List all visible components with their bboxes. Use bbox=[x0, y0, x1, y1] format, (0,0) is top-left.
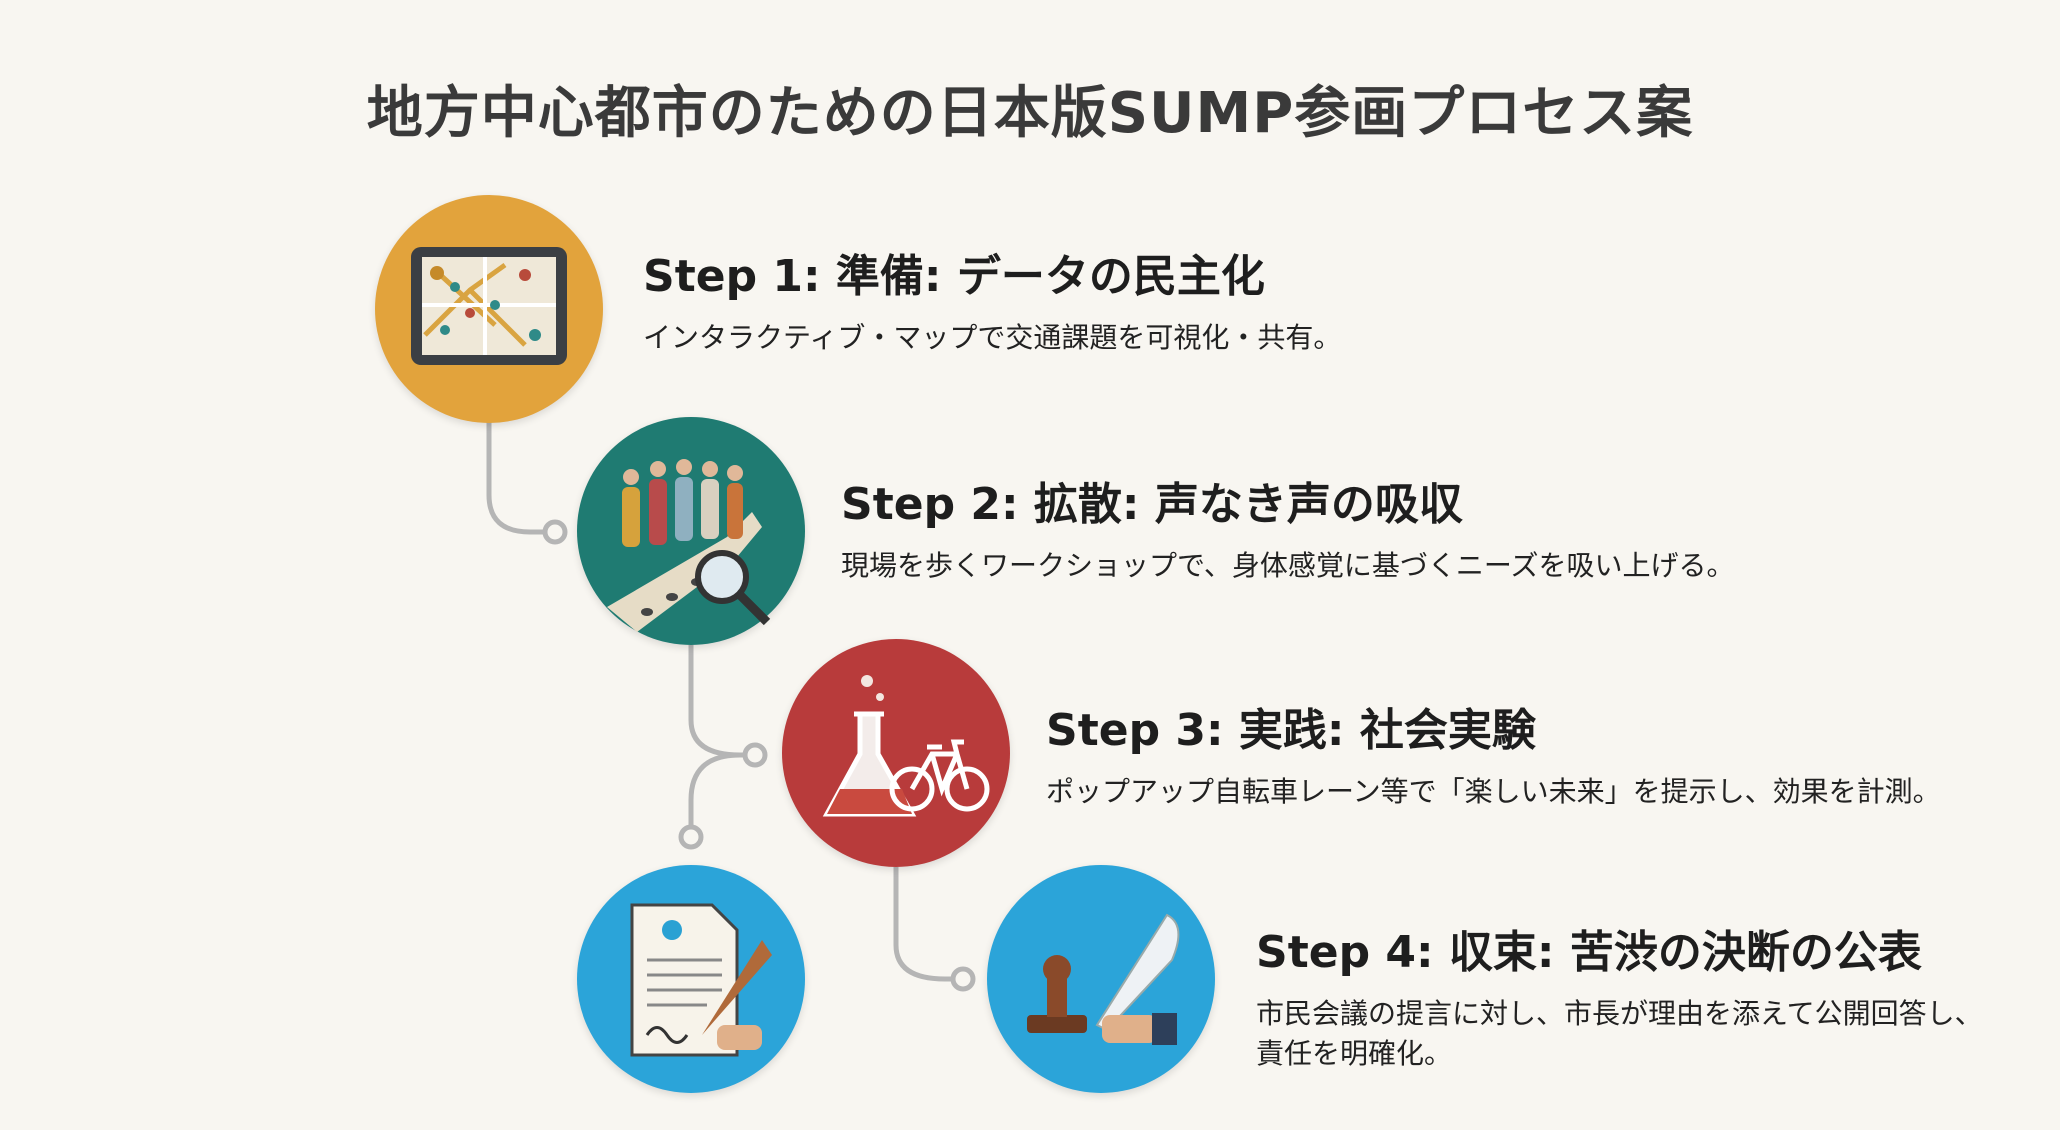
connector-end-ring bbox=[678, 824, 704, 850]
step-heading: Step 3: 実践: 社会実験 bbox=[1046, 705, 1536, 756]
step-description-line: 市民会議の提言に対し、市長が理由を添えて公開回答し、 bbox=[1256, 997, 1983, 1030]
flask-bicycle-icon bbox=[782, 639, 1010, 867]
step-4: Step 4: 収束: 苦渋の決断の公表 市民会議の提言に対し、市長が理由を添え… bbox=[1256, 916, 1983, 1074]
step-heading: Step 4: 収束: 苦渋の決断の公表 bbox=[1256, 927, 1922, 978]
step-2: Step 2: 拡散: 声なき声の吸収 現場を歩くワークショップで、身体感覚に基… bbox=[841, 468, 1734, 586]
step-heading: Step 1: 準備: データの民主化 bbox=[643, 251, 1265, 302]
step-1: Step 1: 準備: データの民主化 インタラクティブ・マップで交通課題を可視… bbox=[643, 240, 1341, 358]
connector-1-2 bbox=[486, 420, 545, 535]
page-title: 地方中心都市のための日本版SUMP参画プロセス案 bbox=[366, 81, 1694, 146]
step-description: 市民会議の提言に対し、市長が理由を添えて公開回答し、責任を明確化。 bbox=[1256, 994, 1983, 1074]
connector-end-ring bbox=[542, 519, 568, 545]
step-description-line: 責任を明確化。 bbox=[1256, 1037, 1453, 1070]
stamp-quill-icon bbox=[987, 865, 1215, 1093]
step-description: インタラクティブ・マップで交通課題を可視化・共有。 bbox=[643, 321, 1342, 354]
step-description: 現場を歩くワークショップで、身体感覚に基づくニーズを吸い上げる。 bbox=[841, 549, 1735, 582]
tablet-map-icon bbox=[375, 195, 603, 423]
step-description: ポップアップ自転車レーン等で「楽しい未来」を提示し、効果を計測。 bbox=[1046, 775, 1941, 808]
connector-2-3 bbox=[688, 645, 745, 758]
document-signing-icon bbox=[577, 865, 805, 1093]
step-heading: Step 2: 拡散: 声なき声の吸収 bbox=[841, 479, 1463, 530]
connector-3-4 bbox=[893, 867, 953, 982]
walking-people-magnifier-icon bbox=[577, 417, 805, 645]
step-3: Step 3: 実践: 社会実験 ポップアップ自転車レーン等で「楽しい未来」を提… bbox=[1046, 694, 1941, 812]
connector-branch bbox=[688, 752, 741, 827]
connector-end-ring bbox=[742, 742, 768, 768]
connector-end-ring bbox=[950, 966, 976, 992]
